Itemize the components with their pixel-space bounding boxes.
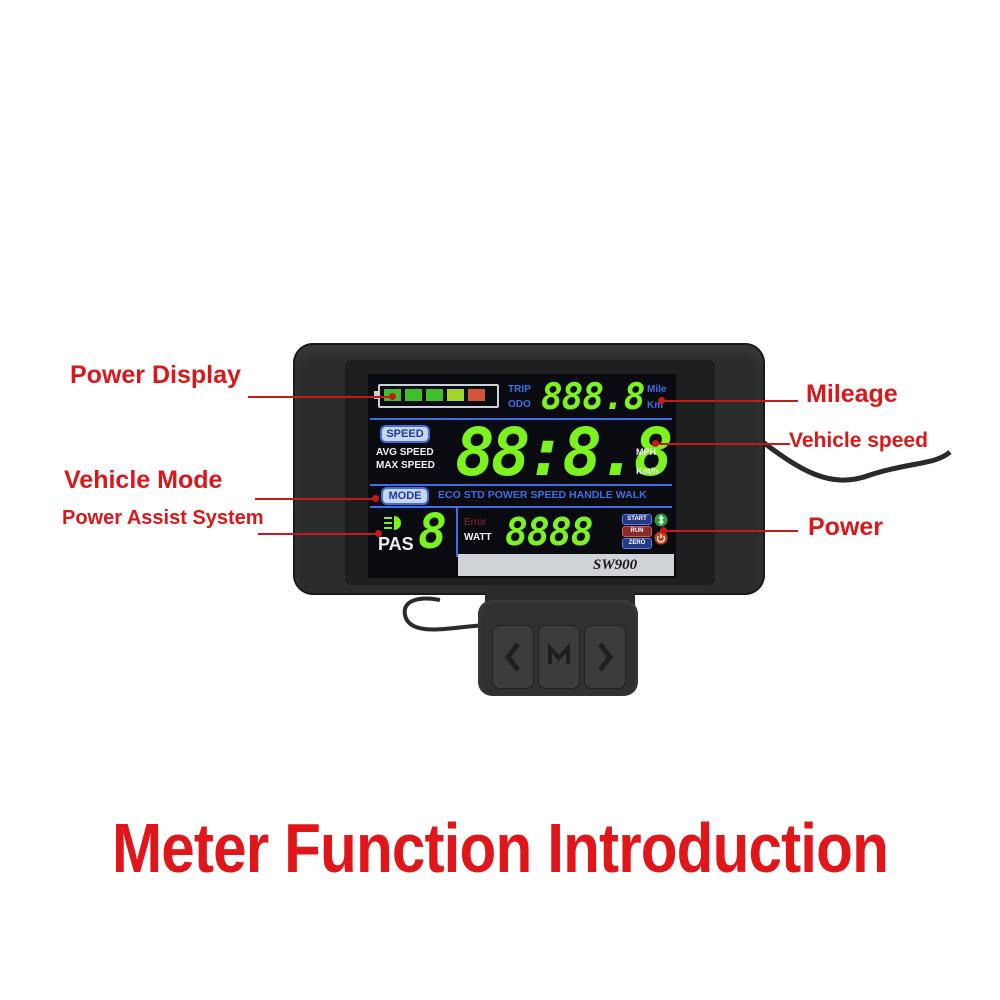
mode-item: STD [463, 489, 485, 501]
battery-tip [374, 391, 378, 399]
divider-vertical [456, 507, 458, 557]
watt-digits: 8888 [505, 510, 594, 554]
leader-vehicle-speed [656, 443, 790, 445]
speed-badge: SPEED [380, 425, 430, 443]
remote-right-button[interactable] [584, 625, 626, 689]
mode-badge: MODE [381, 487, 429, 505]
brand-label: SW900 [593, 557, 638, 573]
lcd-screen: TRIP ODO 888.8 Mile Km SPEED AVG SPEED M… [368, 374, 676, 578]
mph-label: MPH [636, 447, 656, 457]
bluetooth-icon [654, 513, 668, 527]
leader-power [664, 530, 798, 532]
leader-mileage [662, 400, 798, 402]
tag-run: RUN [622, 526, 652, 537]
brand-strip [458, 554, 674, 576]
headlight-icon [384, 516, 401, 530]
callout-power-assist: Power Assist System [62, 507, 264, 529]
watt-label: WATT [464, 532, 492, 543]
chevron-right-icon [598, 642, 614, 672]
odo-digits: 888.8 [541, 377, 645, 418]
chevron-left-icon [504, 642, 520, 672]
separator-low [370, 506, 672, 508]
mode-item: HANDLE [569, 489, 613, 501]
callout-power-display: Power Display [70, 361, 241, 389]
page-title: Meter Function Introduction [111, 809, 889, 887]
battery-cells [384, 389, 494, 403]
battery-cell [447, 389, 464, 401]
battery-cell [405, 389, 422, 401]
avg-speed-label: AVG SPEED [376, 447, 434, 458]
dot-mileage [658, 397, 665, 404]
tag-start: START [622, 514, 652, 525]
remote-left-button[interactable] [492, 625, 534, 689]
battery-cell [426, 389, 443, 401]
leader-power-assist [258, 533, 378, 535]
dot-power-display [389, 393, 396, 400]
dot-vehicle-speed [652, 440, 659, 447]
remote-mode-button[interactable] [538, 625, 580, 689]
trip-label: TRIP [508, 384, 531, 395]
leader-power-display [248, 396, 393, 398]
km-label: Km [647, 400, 664, 411]
max-speed-label: MAX SPEED [376, 460, 435, 471]
callout-mileage: Mileage [806, 380, 898, 408]
mode-item: ECO [438, 489, 461, 501]
error-label: Error [464, 517, 487, 528]
pas-digit: 8 [418, 504, 447, 560]
mode-item: SPEED [530, 489, 567, 501]
separator-top [370, 418, 672, 420]
mode-item: POWER [487, 489, 528, 501]
tag-zero: ZERO [622, 538, 652, 549]
callout-vehicle-mode: Vehicle Mode [64, 466, 223, 494]
battery-cell [468, 389, 485, 401]
mode-item: WALK [615, 489, 647, 501]
mile-label: Mile [647, 384, 667, 395]
leader-vehicle-mode [255, 498, 375, 500]
m-icon [548, 642, 570, 664]
callout-power: Power [808, 513, 884, 541]
kmh-label: Km/h [636, 466, 659, 476]
power-icon [654, 531, 668, 545]
dot-power [660, 527, 667, 534]
cable-bottom [402, 596, 491, 632]
separator-mid [370, 484, 672, 486]
odo-label: ODO [508, 399, 531, 410]
dot-power-assist [375, 530, 382, 537]
callout-vehicle-speed: Vehicle speed [789, 429, 928, 452]
pas-label: PAS [378, 534, 414, 554]
speed-digits: 88:8.8 [455, 414, 673, 491]
dot-vehicle-mode [372, 495, 379, 502]
